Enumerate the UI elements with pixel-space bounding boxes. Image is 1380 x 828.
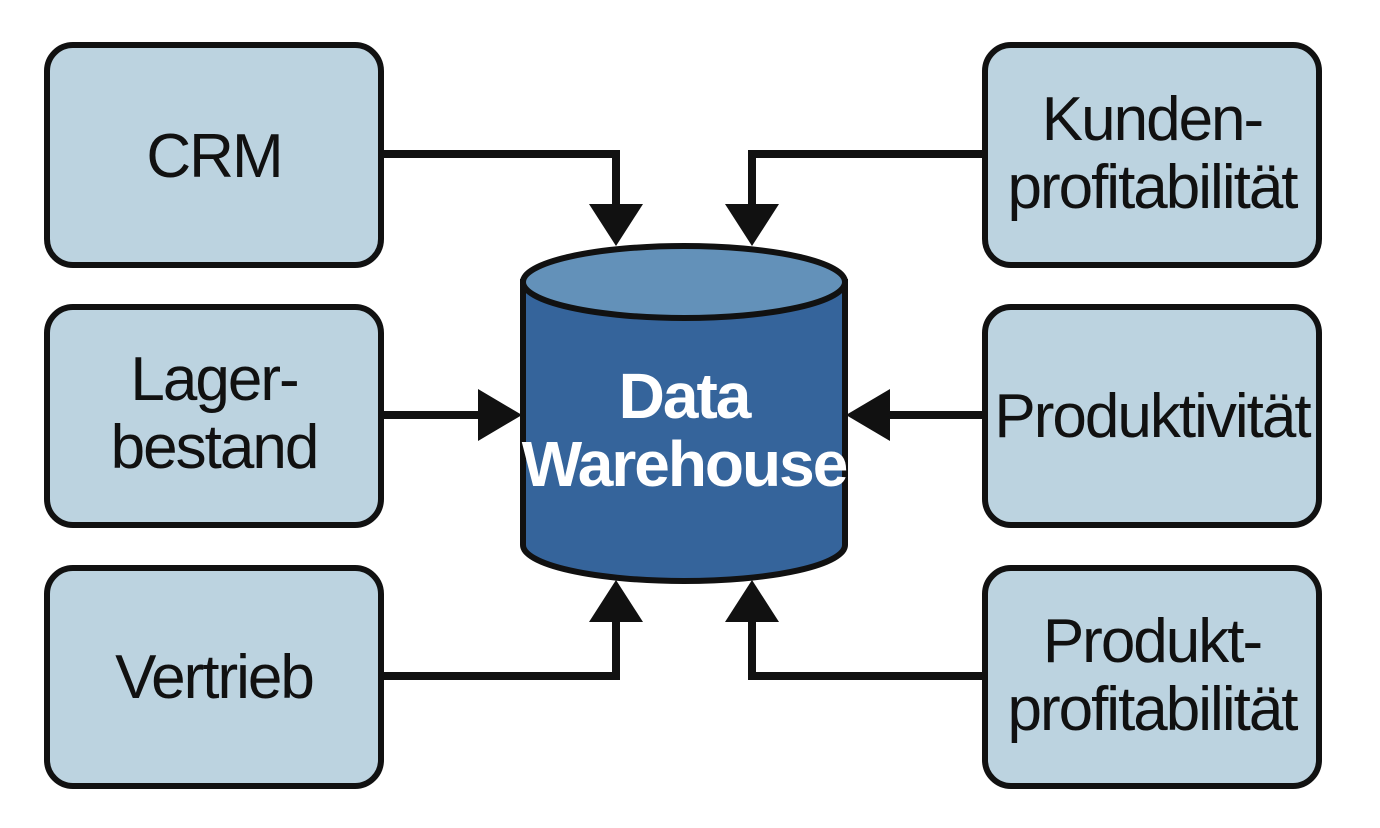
arrowhead-lagerbestand xyxy=(478,389,522,441)
analysis-box-kundenprofitabilitaet-label-line2: profitabilität xyxy=(1007,153,1298,222)
data-warehouse-cylinder-body xyxy=(520,279,848,584)
arrowhead-vertrieb xyxy=(589,580,643,622)
data-warehouse-label-line2: Warehouse xyxy=(522,428,847,500)
source-box-vertrieb: Vertrieb xyxy=(44,565,384,789)
source-box-vertrieb-label: Vertrieb xyxy=(115,643,313,712)
connector-crm-to-warehouse xyxy=(384,150,620,206)
data-warehouse-cylinder-top xyxy=(520,243,848,321)
arrowhead-crm xyxy=(589,204,643,246)
arrowhead-produktivitaet xyxy=(846,389,890,441)
arrowhead-produktprofitabilitaet xyxy=(725,580,779,622)
connector-vertrieb-to-warehouse xyxy=(384,620,620,680)
source-box-lagerbestand-label-line1: Lager- xyxy=(130,345,297,414)
data-warehouse-cylinder: Data Warehouse xyxy=(520,243,849,584)
analysis-box-produktivitaet: Produktivität xyxy=(982,304,1322,528)
source-box-crm-label: CRM xyxy=(146,122,281,191)
connector-kundenprofitabilitaet-to-warehouse xyxy=(748,150,985,206)
connector-produktprofitabilitaet-to-warehouse xyxy=(748,620,985,680)
analysis-box-kundenprofitabilitaet: Kunden- profitabilität xyxy=(982,42,1322,268)
analysis-box-produktivitaet-label: Produktivität xyxy=(994,382,1311,451)
analysis-box-kundenprofitabilitaet-label-line1: Kunden- xyxy=(1042,85,1262,154)
source-box-lagerbestand-label-line2: bestand xyxy=(111,413,318,482)
analysis-box-produktprofitabilitaet-label-line1: Produkt- xyxy=(1043,607,1261,676)
source-box-crm: CRM xyxy=(44,42,384,268)
analysis-box-produktprofitabilitaet: Produkt- profitabilität xyxy=(982,565,1322,789)
arrowhead-kundenprofitabilitaet xyxy=(725,204,779,246)
analysis-box-produktprofitabilitaet-label-line2: profitabilität xyxy=(1007,675,1298,744)
source-box-lagerbestand: Lager- bestand xyxy=(44,304,384,528)
data-warehouse-label-line1: Data xyxy=(619,360,752,432)
